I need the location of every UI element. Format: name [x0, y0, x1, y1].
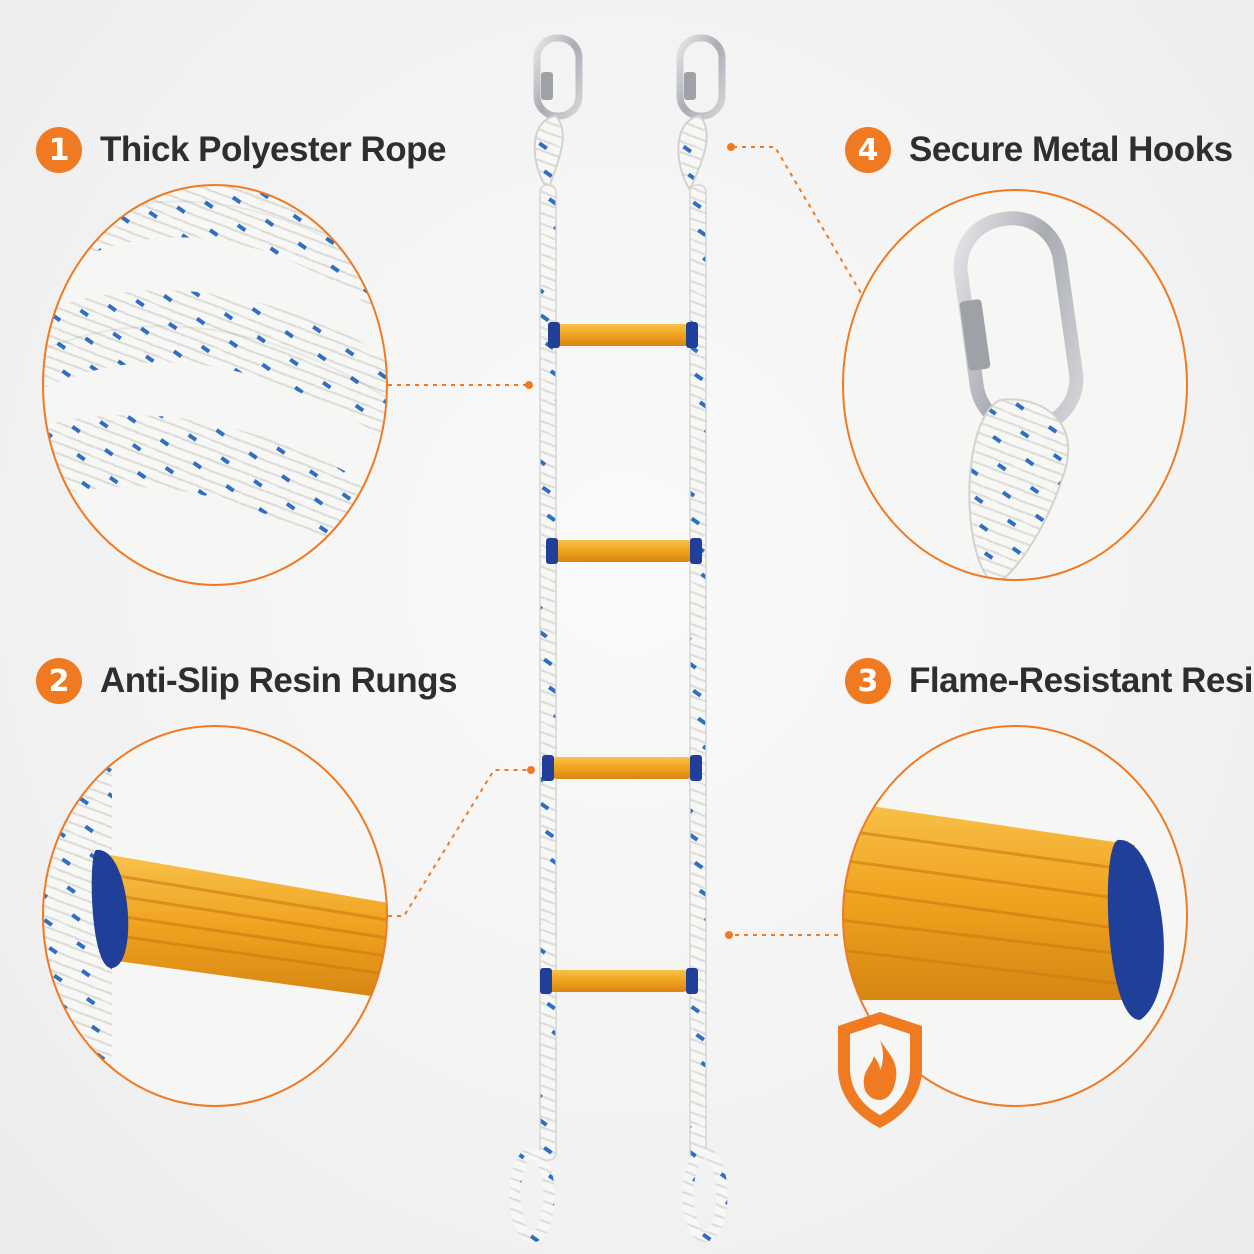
- number-badge: 3: [845, 658, 891, 704]
- feature-title: Flame-Resistant Resin: [909, 661, 1254, 700]
- rung: [548, 322, 698, 348]
- rung-closeup: [42, 725, 388, 1107]
- feature-title: Secure Metal Hooks: [909, 130, 1233, 169]
- feature-1: 1 Thick Polyester Rope: [36, 127, 446, 173]
- resin-closeup: [842, 725, 1188, 1107]
- number-badge: 2: [36, 658, 82, 704]
- rung: [546, 538, 702, 564]
- carabiner-closeup: [842, 189, 1188, 581]
- carabiner-left: [533, 34, 583, 120]
- number-badge: 4: [845, 127, 891, 173]
- feature-title: Anti-Slip Resin Rungs: [100, 661, 458, 700]
- rung: [540, 968, 698, 994]
- flame-shield-icon: [838, 1012, 922, 1128]
- carabiner-right: [676, 34, 726, 120]
- feature-3: 3 Flame-Resistant Resin: [845, 658, 1254, 704]
- connector-4: [733, 146, 863, 296]
- feature-2: 2 Anti-Slip Resin Rungs: [36, 658, 458, 704]
- number-badge: 1: [36, 127, 82, 173]
- rung: [542, 755, 702, 781]
- connector-2: [388, 769, 531, 917]
- connector-lines: [388, 146, 863, 936]
- feature-4: 4 Secure Metal Hooks: [845, 127, 1233, 173]
- rope-closeup: [42, 184, 388, 586]
- rope-ladder: [509, 34, 728, 1243]
- feature-title: Thick Polyester Rope: [100, 130, 446, 169]
